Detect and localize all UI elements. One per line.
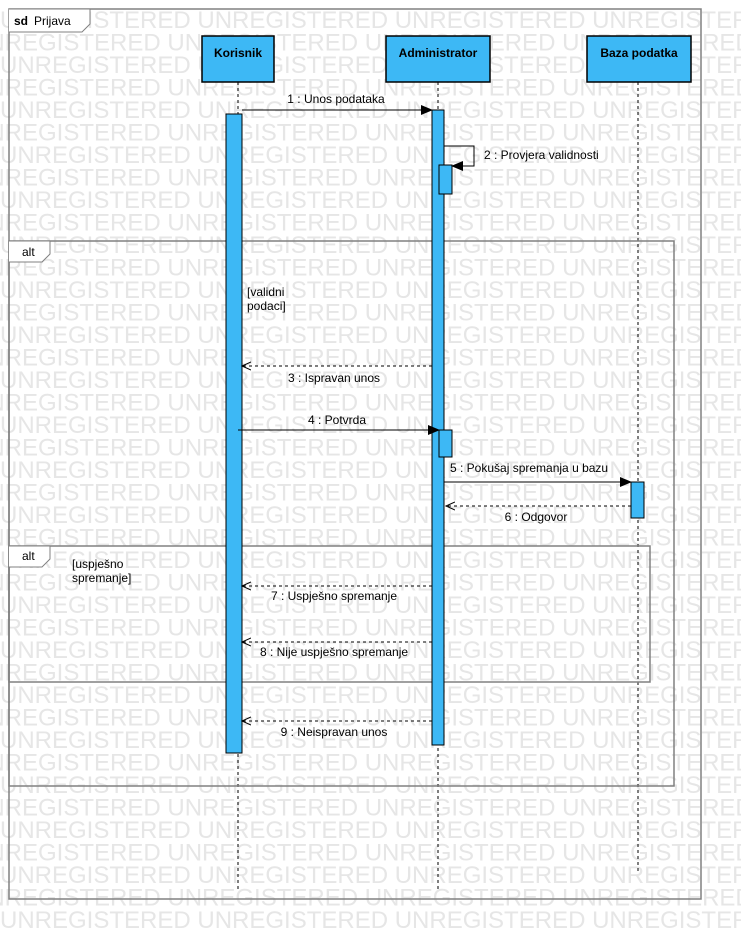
lifeline-baza[interactable]: Baza podatka [586, 35, 692, 83]
alt-fragment-inner: alt [uspješno spremanje] [8, 545, 651, 683]
watermark-row: UNREGISTERED UNREGISTERED UNREGISTERED U… [0, 210, 741, 237]
alt-fragment-outer: alt [validni podaci] [8, 240, 675, 787]
alt-guard-inner-line2: spremanje] [72, 571, 131, 585]
activation-baza [630, 481, 645, 519]
watermark-row: UNREGISTERED UNREGISTERED UNREGISTERED U… [0, 547, 741, 574]
alt-guard-outer-line1: [validni [247, 285, 284, 299]
alt-guard-inner-line1: [uspješno [72, 557, 124, 571]
watermark: UNREGISTERED UNREGISTERED UNREGISTERED U… [0, 7, 741, 934]
watermark-row: UNREGISTERED UNREGISTERED UNREGISTERED U… [0, 525, 741, 552]
message-1[interactable]: 1 : Unos podataka [242, 92, 433, 115]
message-label-9: 9 : Neispravan unos [281, 725, 388, 739]
watermark-row: UNREGISTERED UNREGISTERED UNREGISTERED U… [0, 615, 741, 642]
message-9[interactable]: 9 : Neispravan unos [242, 721, 432, 739]
watermark-row: UNREGISTERED UNREGISTERED UNREGISTERED U… [0, 727, 741, 754]
watermark-row: UNREGISTERED UNREGISTERED UNREGISTERED U… [0, 367, 741, 394]
watermark-row: UNREGISTERED UNREGISTERED UNREGISTERED U… [0, 817, 741, 844]
watermark-row: UNREGISTERED UNREGISTERED UNREGISTERED U… [0, 592, 741, 619]
lifeline-label-baza: Baza podatka [600, 46, 678, 60]
watermark-row: UNREGISTERED UNREGISTERED UNREGISTERED U… [0, 457, 741, 484]
message-label-3: 3 : Ispravan unos [288, 371, 380, 385]
activation-administrator-potvrda [438, 429, 453, 458]
activation-bars [225, 109, 645, 754]
message-label-4: 4 : Potvrda [308, 413, 366, 427]
watermark-row: UNREGISTERED UNREGISTERED UNREGISTERED U… [0, 682, 741, 709]
message-6[interactable]: 6 : Odgovor [446, 506, 631, 524]
message-label-7: 7 : Uspješno spremanje [271, 589, 397, 603]
watermark-row: UNREGISTERED UNREGISTERED UNREGISTERED U… [0, 165, 741, 192]
message-label-5: 5 : Pokušaj spremanja u bazu [450, 461, 608, 475]
message-label-1: 1 : Unos podataka [287, 92, 385, 106]
watermark-row: UNREGISTERED UNREGISTERED UNREGISTERED U… [0, 795, 741, 822]
watermark-row: UNREGISTERED UNREGISTERED UNREGISTERED U… [0, 862, 741, 889]
watermark-row: UNREGISTERED UNREGISTERED UNREGISTERED U… [0, 885, 741, 912]
lifeline-administrator[interactable]: Administrator [385, 35, 491, 83]
message-7[interactable]: 7 : Uspješno spremanje [242, 586, 432, 603]
watermark-row: UNREGISTERED UNREGISTERED UNREGISTERED U… [0, 750, 741, 777]
watermark-row: UNREGISTERED UNREGISTERED UNREGISTERED U… [0, 412, 741, 439]
watermark-row: UNREGISTERED UNREGISTERED UNREGISTERED U… [0, 142, 741, 169]
activation-administrator-self [438, 164, 453, 195]
activation-administrator [431, 109, 445, 746]
lifeline-label-administrator: Administrator [399, 46, 478, 60]
watermark-row: UNREGISTERED UNREGISTERED UNREGISTERED U… [0, 120, 741, 147]
activation-korisnik [225, 113, 243, 754]
message-label-2: 2 : Provjera validnosti [484, 148, 599, 162]
watermark-row: UNREGISTERED UNREGISTERED UNREGISTERED U… [0, 705, 741, 732]
watermark-row: UNREGISTERED UNREGISTERED UNREGISTERED U… [0, 435, 741, 462]
lifeline-korisnik[interactable]: Korisnik [201, 35, 275, 83]
message-label-6: 6 : Odgovor [505, 510, 568, 524]
frame-title: Prijava [34, 14, 71, 28]
watermark-row: UNREGISTERED UNREGISTERED UNREGISTERED U… [0, 322, 741, 349]
watermark-row: UNREGISTERED UNREGISTERED UNREGISTERED U… [0, 570, 741, 597]
watermark-row: UNREGISTERED UNREGISTERED UNREGISTERED U… [0, 345, 741, 372]
message-3[interactable]: 3 : Ispravan unos [242, 366, 432, 385]
watermark-row: UNREGISTERED UNREGISTERED UNREGISTERED U… [0, 187, 741, 214]
message-5[interactable]: 5 : Pokušaj spremanja u bazu [444, 461, 632, 487]
message-2[interactable]: 2 : Provjera validnosti [444, 145, 599, 171]
message-label-8: 8 : Nije uspješno spremanje [260, 645, 408, 659]
watermark-row: UNREGISTERED UNREGISTERED UNREGISTERED U… [0, 390, 741, 417]
watermark-row: UNREGISTERED UNREGISTERED UNREGISTERED U… [0, 7, 741, 34]
watermark-row: UNREGISTERED UNREGISTERED UNREGISTERED U… [0, 907, 741, 934]
frame-keyword: sd [14, 14, 28, 28]
alt-operator-outer: alt [22, 245, 35, 259]
watermark-row: UNREGISTERED UNREGISTERED UNREGISTERED U… [0, 255, 741, 282]
alt-guard-outer-line2: podaci] [247, 299, 286, 313]
watermark-row: UNREGISTERED UNREGISTERED UNREGISTERED U… [0, 300, 741, 327]
watermark-row: UNREGISTERED UNREGISTERED UNREGISTERED U… [0, 277, 741, 304]
watermark-row: UNREGISTERED UNREGISTERED UNREGISTERED U… [0, 232, 741, 259]
message-8[interactable]: 8 : Nije uspješno spremanje [242, 642, 432, 659]
watermark-row: UNREGISTERED UNREGISTERED UNREGISTERED U… [0, 480, 741, 507]
message-4[interactable]: 4 : Potvrda [238, 413, 440, 435]
lifeline-label-korisnik: Korisnik [214, 46, 262, 60]
alt-operator-inner: alt [22, 549, 35, 563]
watermark-row: UNREGISTERED UNREGISTERED UNREGISTERED U… [0, 840, 741, 867]
